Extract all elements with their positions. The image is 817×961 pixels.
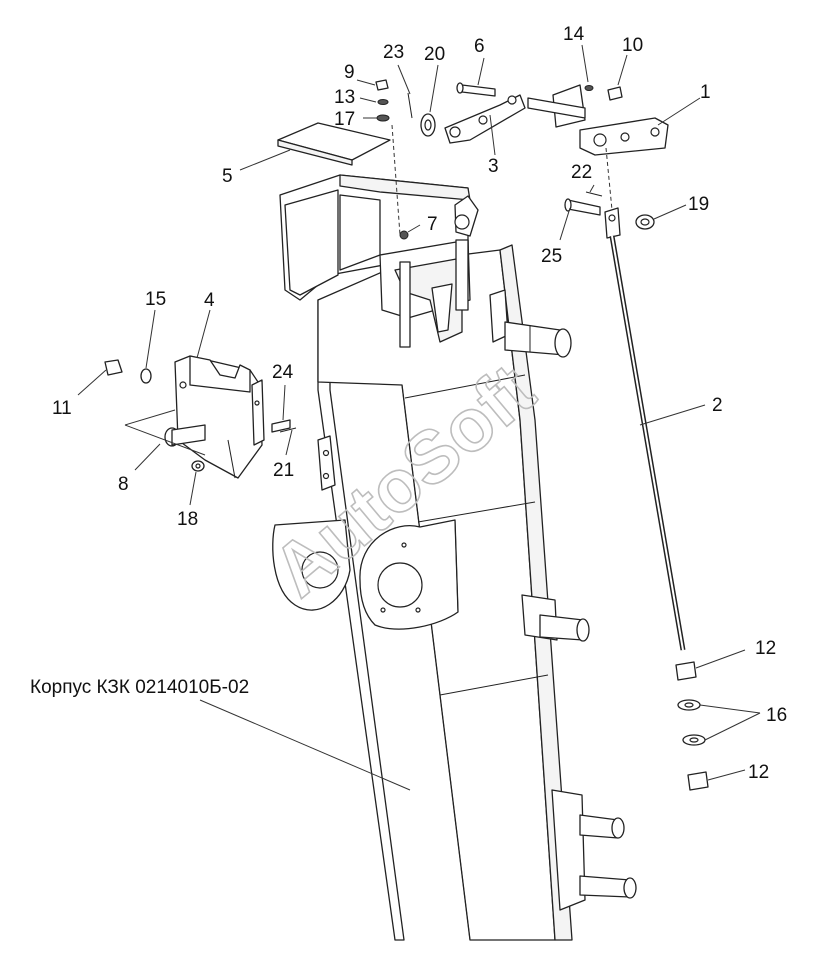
callout-21: 21 <box>273 460 294 481</box>
callout-20: 20 <box>424 44 445 65</box>
callout-22: 22 <box>571 162 592 183</box>
callout-labels: 1 2 3 4 5 6 7 8 9 10 11 12 12 13 14 15 1… <box>52 24 787 783</box>
callout-12-top: 12 <box>755 638 776 659</box>
lever-3 <box>444 82 526 144</box>
bottom-fasteners <box>675 661 709 791</box>
callout-19: 19 <box>688 194 709 215</box>
callout-17: 17 <box>334 109 355 130</box>
leader-lines <box>77 44 761 791</box>
fastener-stack <box>375 79 413 236</box>
callout-8: 8 <box>118 474 129 495</box>
cover-plate <box>277 122 391 166</box>
callout-1: 1 <box>700 82 711 103</box>
callout-7: 7 <box>427 214 438 235</box>
callout-12-bottom: 12 <box>748 762 769 783</box>
housing-body <box>272 174 637 941</box>
callout-2: 2 <box>712 395 723 416</box>
rod-2 <box>564 147 686 651</box>
side-plate-4 <box>104 355 297 479</box>
callout-4: 4 <box>204 290 215 311</box>
callout-5: 5 <box>222 166 233 187</box>
callout-24: 24 <box>272 362 294 383</box>
callout-6: 6 <box>474 36 485 57</box>
callout-10: 10 <box>622 35 643 56</box>
lever-1 <box>527 84 669 156</box>
callout-14: 14 <box>563 24 585 45</box>
callout-23: 23 <box>383 42 404 63</box>
callout-3: 3 <box>488 156 499 177</box>
callout-18: 18 <box>177 509 198 530</box>
callout-16: 16 <box>766 705 787 726</box>
callout-9: 9 <box>344 62 355 83</box>
callout-13: 13 <box>334 87 355 108</box>
callout-11: 11 <box>52 398 72 419</box>
housing-caption: Корпус КЗК 0214010Б-02 <box>30 677 249 698</box>
callout-15: 15 <box>145 289 166 310</box>
callout-25: 25 <box>541 246 562 267</box>
